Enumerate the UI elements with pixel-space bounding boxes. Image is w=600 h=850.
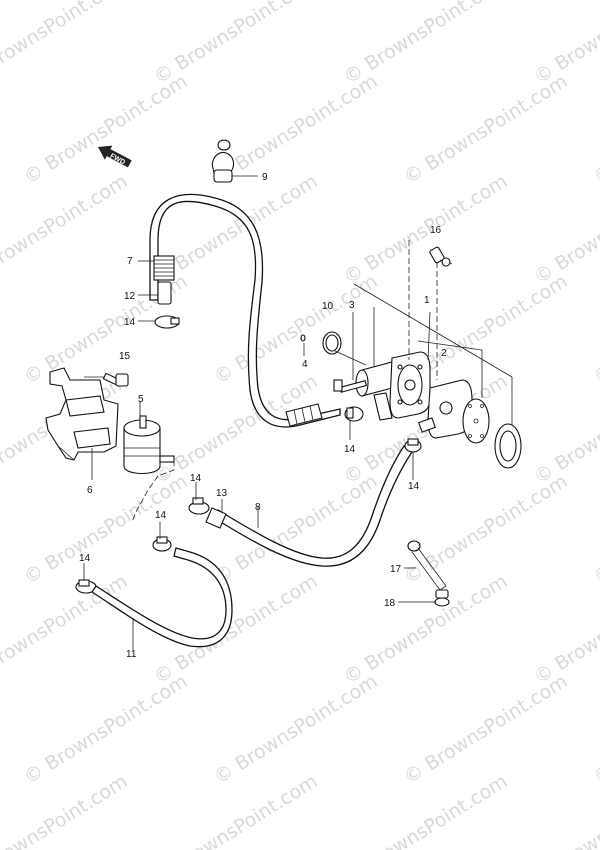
clamp-14-f (404, 438, 422, 453)
callout-14-f: 14 (408, 481, 420, 492)
callout-9: 9 (262, 172, 268, 183)
fuel-pump-1 (355, 351, 473, 439)
clamp-14-a (154, 315, 180, 329)
callout-4: 4 (302, 359, 308, 370)
clamp-14-c (152, 536, 172, 552)
leader-lines (83, 175, 513, 650)
callout-7: 7 (127, 256, 133, 267)
fuel-filter-5 (123, 415, 175, 475)
fwd-label: FWD (109, 153, 126, 167)
callout-16: 16 (430, 225, 442, 236)
callout-labels: 1 2 3 4 5 6 7 8 9 10 11 12 13 14 14 14 1… (79, 172, 447, 660)
bracket-6 (45, 367, 119, 461)
callout-3: 3 (349, 300, 355, 311)
gasket-2 (462, 398, 490, 444)
bolt-15 (102, 372, 129, 387)
screw-18 (434, 589, 450, 607)
hose-7 (149, 193, 341, 428)
callout-5: 5 (138, 394, 144, 405)
callout-11: 11 (126, 649, 137, 660)
bolt-16 (429, 246, 453, 267)
callout-8: 8 (255, 502, 261, 513)
hose-8 (205, 445, 413, 567)
callout-14-d: 14 (155, 510, 167, 521)
clamp-14-e (344, 406, 364, 422)
clip-9 (211, 139, 235, 183)
pin-4 (300, 334, 306, 342)
callout-18: 18 (384, 598, 396, 609)
callout-15: 15 (119, 351, 131, 362)
callout-1: 1 (424, 295, 430, 306)
callout-6: 6 (87, 485, 93, 496)
callout-14-a: 14 (124, 317, 136, 328)
callout-14-e: 14 (79, 553, 91, 564)
hose-11 (91, 547, 233, 648)
callout-2: 2 (441, 348, 447, 359)
pipe-12 (157, 281, 172, 305)
bolt-3 (333, 379, 368, 393)
callout-17: 17 (390, 564, 402, 575)
gasket-ring (494, 423, 522, 469)
callout-12: 12 (124, 291, 136, 302)
callout-10: 10 (322, 301, 334, 312)
o-ring-10 (322, 331, 342, 355)
callout-14-c: 14 (190, 473, 202, 484)
fwd-arrow-icon: FWD (98, 145, 132, 168)
callout-14-b: 14 (344, 444, 356, 455)
callout-13: 13 (216, 488, 228, 499)
hose-7-corrugation (153, 255, 323, 427)
clamp-14-b (188, 497, 210, 515)
clip-17 (407, 540, 447, 591)
